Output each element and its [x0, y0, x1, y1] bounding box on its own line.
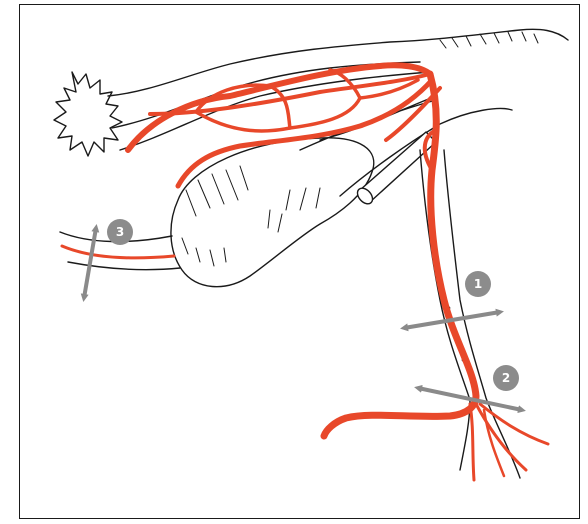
- fimbriae-outline: [54, 72, 122, 156]
- marker-1: 1: [404, 271, 500, 328]
- lower-branch-1: [470, 404, 474, 480]
- tube-upper-outline: [108, 29, 568, 96]
- marker-label: 3: [116, 225, 124, 239]
- tube-hatching: [440, 32, 538, 48]
- marker-label: 2: [502, 371, 510, 385]
- marker-label: 1: [474, 277, 482, 291]
- tube-arcade-vessel: [128, 65, 430, 150]
- left-vessel: [62, 246, 174, 258]
- left-sheath-lower: [68, 262, 180, 270]
